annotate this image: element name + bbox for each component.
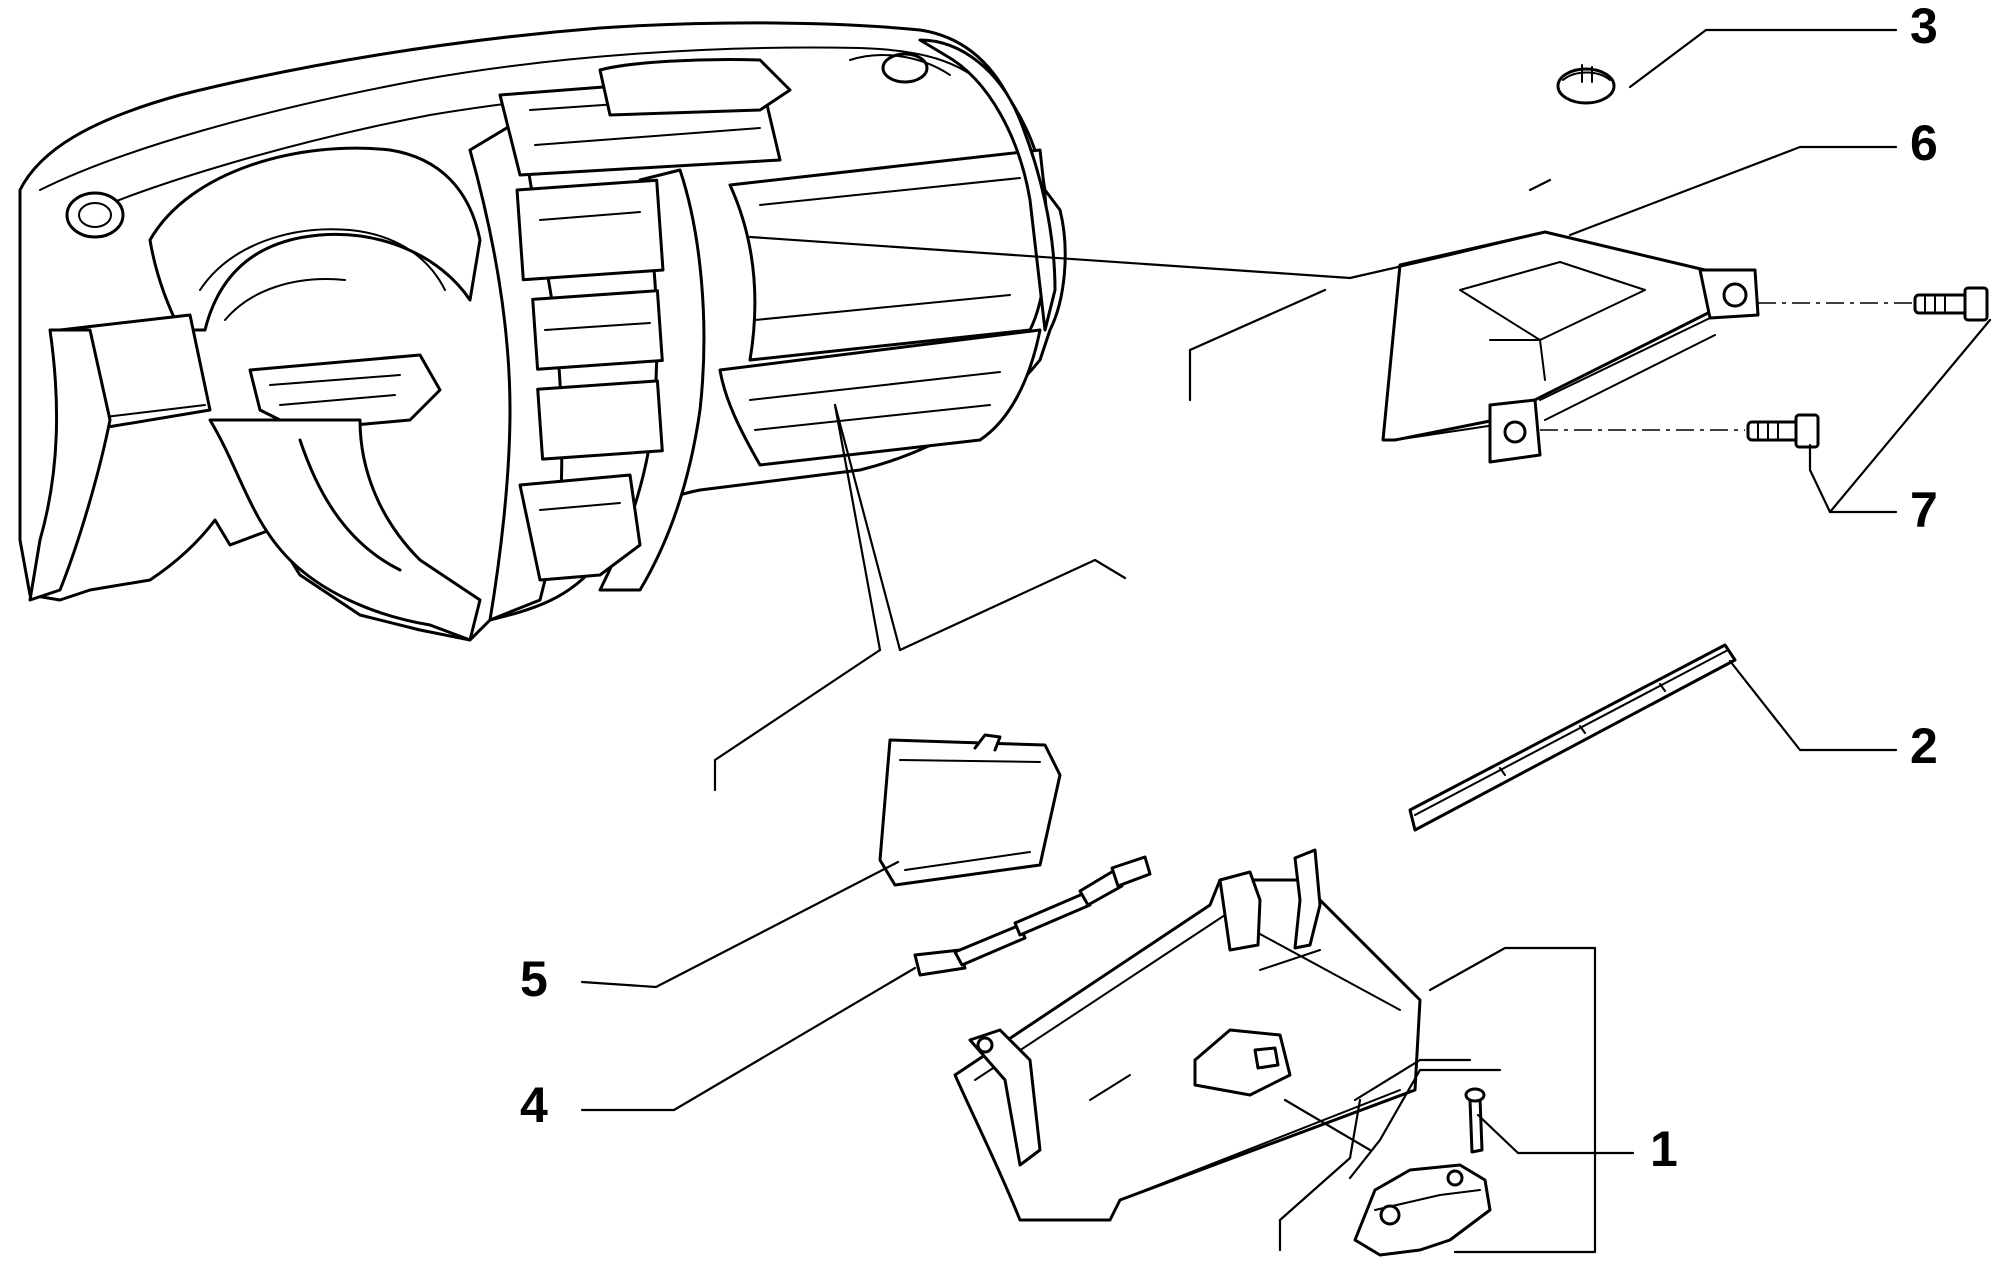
callout-4: 4: [520, 1077, 548, 1133]
part-1-latch: [1353, 1087, 1492, 1257]
part-7-screws: [1540, 286, 1989, 449]
callout-7: 7: [1910, 482, 1938, 538]
part-1-glovebox-door: [953, 848, 1422, 1222]
callout-3: 3: [1910, 0, 1938, 54]
callout-2: 2: [1910, 718, 1938, 774]
part-6-bracket: [1381, 230, 1760, 464]
leader-lines: [580, 28, 1992, 1254]
callout-5: 5: [520, 951, 548, 1007]
screw-upper: [1913, 286, 1989, 322]
part-2-strip: [1408, 643, 1737, 832]
screw-lower: [1746, 413, 1820, 449]
callout-numbers: 3 6 7 2 5 4 1: [520, 0, 1938, 1177]
dashboard-assembly: [18, 21, 1067, 642]
callout-1: 1: [1650, 1121, 1678, 1177]
callout-6: 6: [1910, 115, 1938, 171]
part-3-clip: [1556, 64, 1616, 105]
part-4-rod: [913, 855, 1152, 977]
part-5-lid: [878, 733, 1062, 887]
